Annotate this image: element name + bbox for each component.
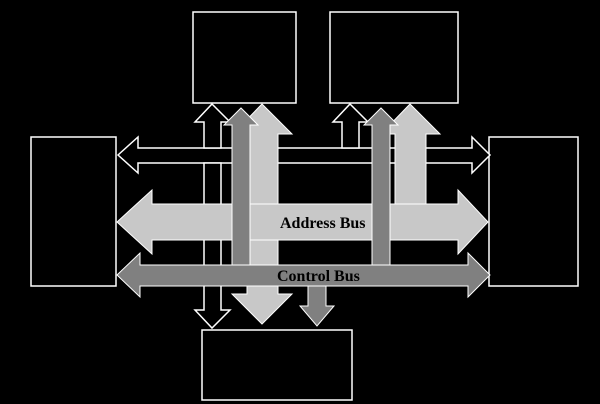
control-bus-label: Control Bus xyxy=(277,268,360,285)
address-bus-horizontal xyxy=(116,188,489,256)
control-bus-rom-branch xyxy=(362,107,400,266)
cpu-label: CPU xyxy=(54,205,84,219)
serial-label-line1: RS 232 xyxy=(214,339,264,353)
ram-box xyxy=(192,11,297,104)
control-bus xyxy=(116,107,491,327)
data-bus-horizontal xyxy=(116,135,492,175)
rom-label: ROM xyxy=(361,51,396,65)
serial-io-box xyxy=(201,329,353,401)
cpu-box xyxy=(30,136,117,287)
rom-box xyxy=(329,11,459,104)
ram-label: RAM xyxy=(218,51,251,65)
data-bus-label: Data Bus xyxy=(296,149,358,163)
control-bus-ram-branch xyxy=(222,107,260,266)
serial-label-line2: Serial xyxy=(214,356,255,370)
address-bus-label: Address Bus xyxy=(280,215,366,232)
data-bus-serial-branch xyxy=(193,162,232,330)
control-bus-horizontal xyxy=(116,251,491,299)
control-bus-serial-branch xyxy=(298,285,336,327)
expansion-label-line2: Port xyxy=(494,161,524,175)
expansion-port-box xyxy=(488,136,579,287)
expansion-label-line1: Expansion xyxy=(494,145,566,159)
serial-label-line3: Data I/O xyxy=(214,373,273,387)
